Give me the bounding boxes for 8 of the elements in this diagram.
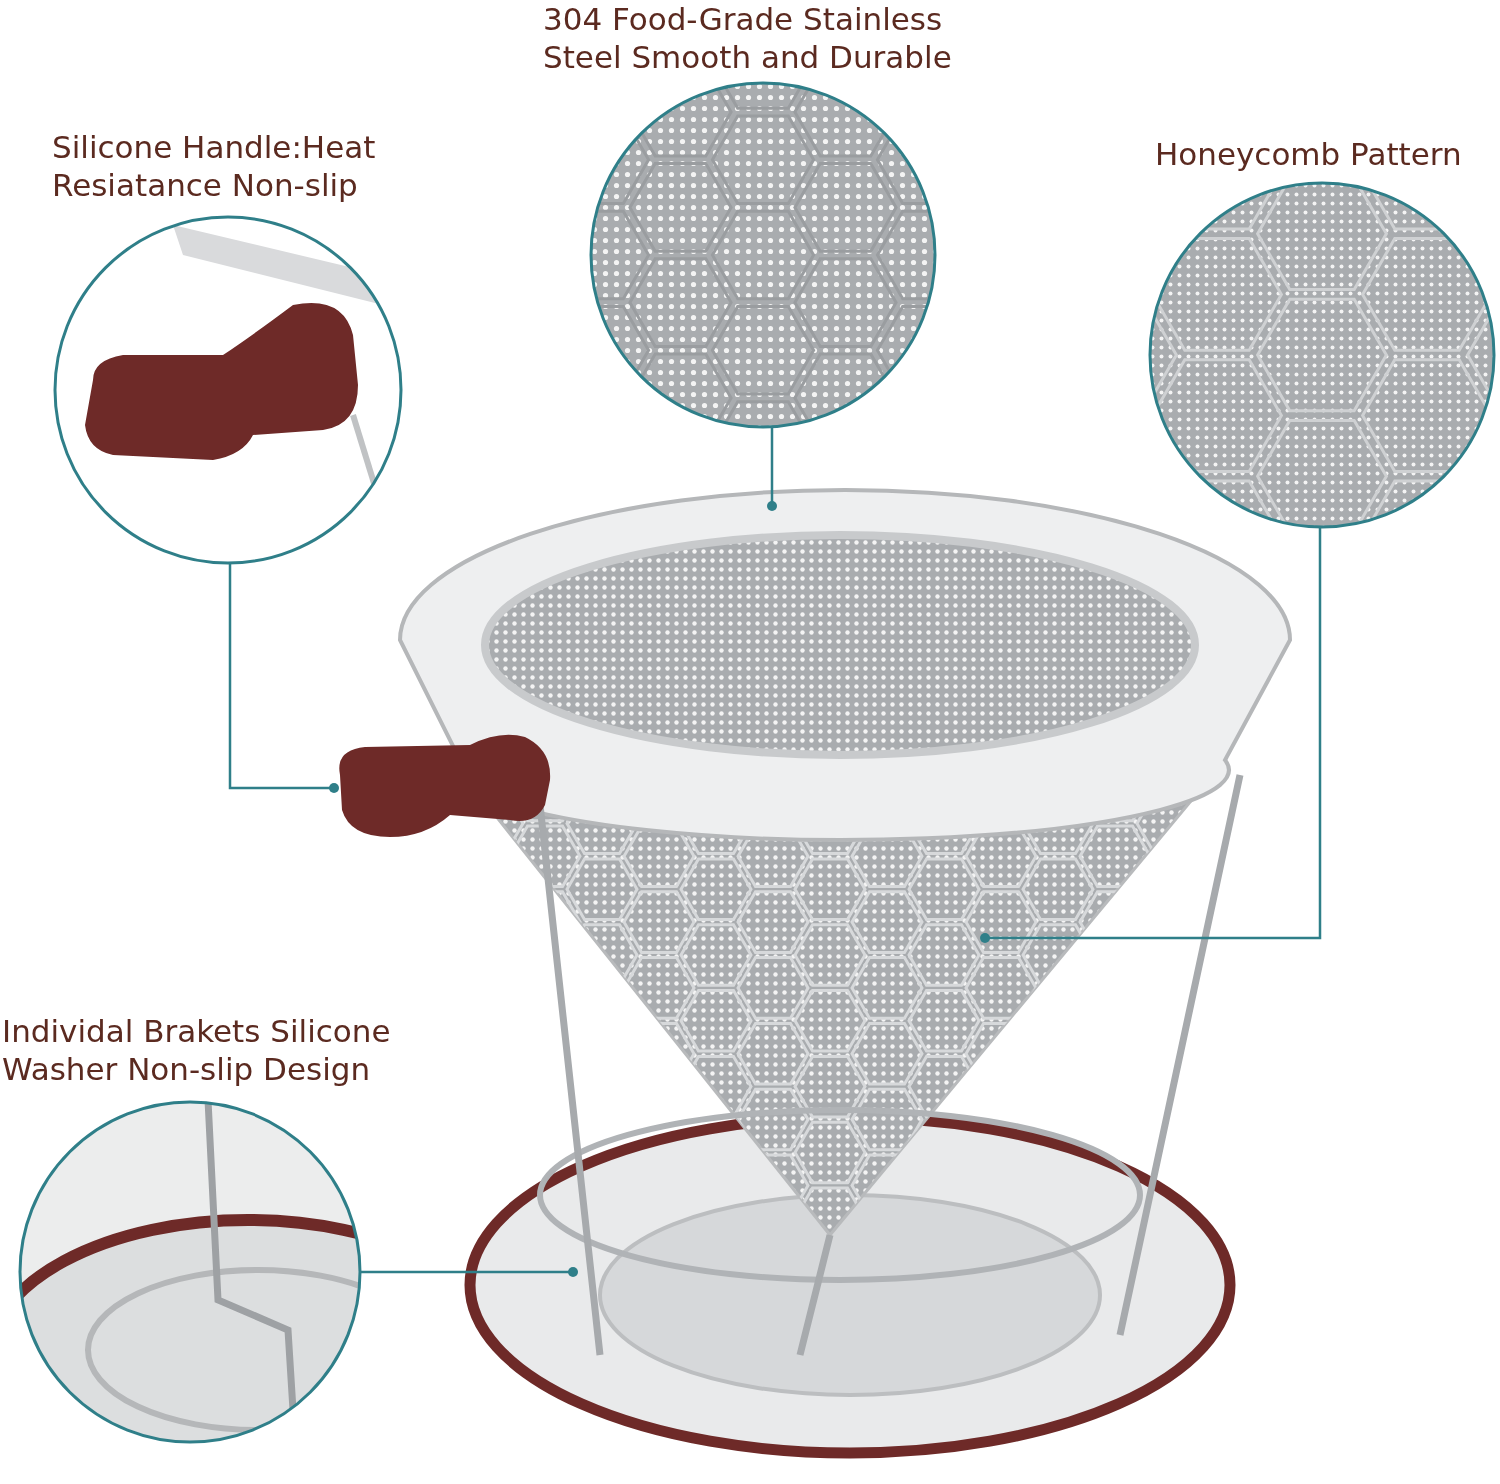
leader-line	[360, 1267, 578, 1277]
callout-text: Individal Brakets Silicone Washer Non-slip Design	[2, 1012, 392, 1088]
leader-line	[767, 426, 777, 511]
leader-line	[980, 527, 1322, 943]
leader-line	[228, 563, 339, 793]
callout-text: Honeycomb Pattern	[1155, 135, 1463, 173]
callout-text: Silicone Handle:Heat Resiatance Non-slip	[52, 128, 377, 204]
callout-text: 304 Food-Grade Stainless Steel Smooth and Durable	[543, 0, 953, 76]
